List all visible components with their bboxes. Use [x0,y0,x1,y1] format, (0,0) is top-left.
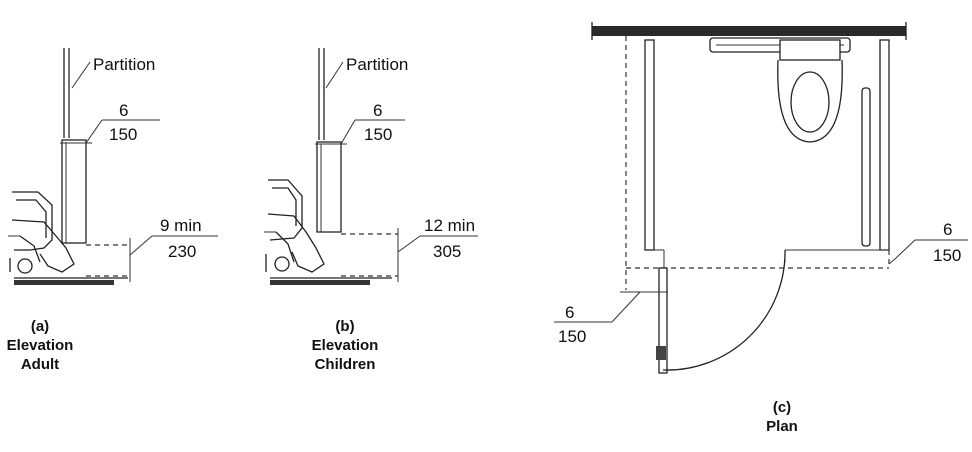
toe-mm-b: 150 [364,125,392,144]
caption-line1-b: Elevation [312,337,379,354]
caption-letter-b: (b) [335,318,354,335]
toe-inches-a: 6 [119,101,128,120]
caption-line1-c: Plan [766,418,798,435]
clear-mm-a: 230 [168,242,196,261]
left-mm: 150 [558,327,586,346]
partition-b [316,48,342,233]
left-inches: 6 [565,303,574,322]
caption-line2-a: Adult [21,356,59,373]
front-line [626,249,889,269]
clear-inches-b: 12 min [424,216,475,235]
toe-dimension-a [60,119,160,144]
partition-leader-b [325,61,344,89]
toe-inches-b: 6 [373,101,382,120]
partition-label-a: Partition [93,55,155,74]
clearance-dimension-b [341,228,478,282]
caption-line2-b: Children [315,356,376,373]
partition-label-b: Partition [346,55,408,74]
clearance-dimension-a [86,235,218,282]
figure-b-elevation-children: Partition 6 150 12 min 305 [264,48,478,373]
right-partition [861,39,890,268]
toe-dimension-right [888,239,968,265]
stall-door [656,249,786,374]
back-wall [591,22,907,40]
right-inches: 6 [943,220,952,239]
floor-a [14,277,128,285]
toe-mm-a: 150 [109,125,137,144]
caption-letter-a: (a) [31,318,49,335]
partition-leader-a [71,61,91,89]
caption-letter-c: (c) [773,399,791,416]
toilet [777,39,843,143]
left-partition [625,36,664,290]
clear-inches-a: 9 min [160,216,202,235]
figure-a-elevation-adult: Partition 6 150 9 min 230 [7,48,218,373]
right-mm: 150 [933,246,961,265]
caption-line1-a: Elevation [7,337,74,354]
figure-c-plan: 6 150 6 150 (c) Plan [554,22,968,435]
toe-dimension-b [315,119,405,145]
wheelchair-b [264,179,325,273]
partition-a [61,48,87,244]
clear-mm-b: 305 [433,242,461,261]
floor-b [270,277,392,285]
wheelchair-a [8,191,75,274]
toe-dimension-left [554,291,668,323]
